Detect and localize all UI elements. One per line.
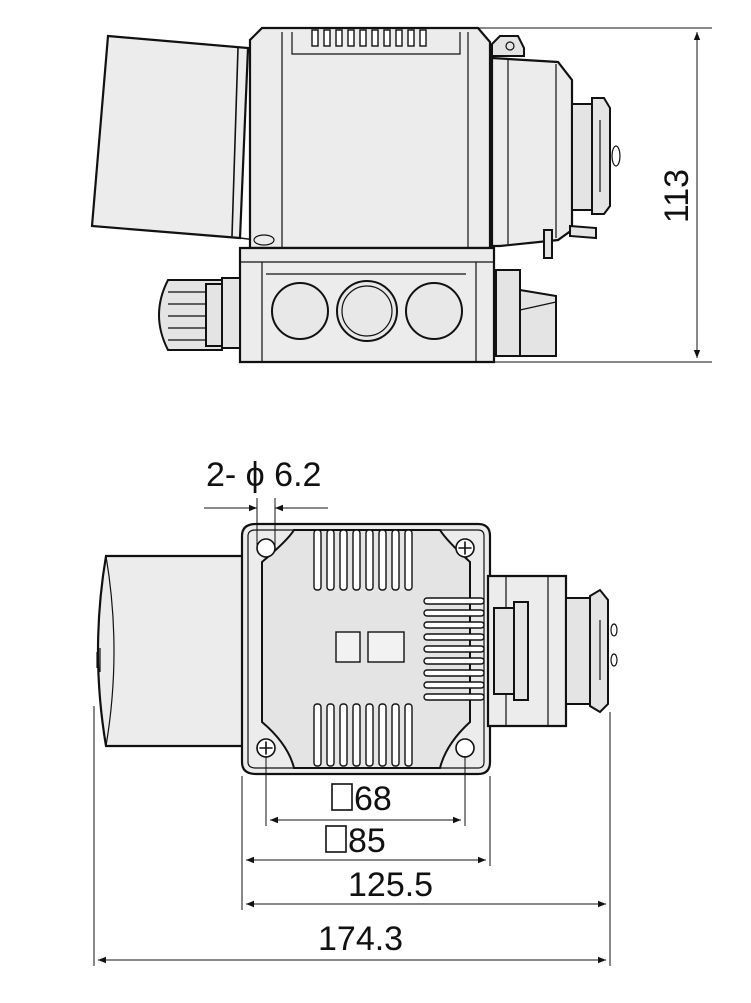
dimension-68: 68 — [265, 756, 466, 826]
label-box-right — [367, 631, 405, 663]
top-vents-lower — [313, 703, 413, 767]
hole-label: 2- ϕ 6.2 — [206, 456, 321, 494]
top-plug-cylinder — [96, 554, 246, 748]
square-68-label: 68 — [354, 780, 392, 818]
side-cable-gland — [158, 277, 241, 351]
square-symbol-85 — [325, 825, 347, 853]
label-box-left — [335, 631, 361, 663]
dimension-125: 125.5 — [246, 712, 611, 966]
side-vents-right — [423, 597, 485, 701]
mount-hole-top-left — [256, 538, 276, 558]
knockout-right — [405, 282, 463, 340]
width-174-label: 174.3 — [318, 920, 403, 958]
side-top-vents — [311, 29, 427, 47]
square-symbol-68 — [331, 783, 353, 811]
side-upper-housing — [248, 26, 492, 250]
side-socket — [490, 35, 621, 357]
screw-bottom-left — [256, 738, 276, 758]
side-plug-cylinder — [90, 34, 250, 240]
knockout-left — [271, 282, 329, 340]
dimension-hole: 2- ϕ 6.2 — [204, 456, 328, 548]
width-125-label: 125.5 — [348, 866, 433, 904]
height-label: 113 — [658, 169, 696, 223]
side-view: 113 — [90, 26, 712, 364]
top-view: 2- ϕ 6.2 68 85 125.5 174.3 — [93, 456, 618, 966]
square-85-label: 85 — [348, 822, 386, 860]
screw-top-right — [455, 538, 475, 558]
dimension-85: 85 — [241, 776, 491, 910]
mount-hole-bottom-right — [455, 738, 475, 758]
dimension-174: 174.3 — [93, 706, 606, 966]
top-vents-upper — [313, 529, 413, 591]
top-socket — [486, 574, 618, 728]
dimension-113: 113 — [478, 27, 712, 363]
knockout-center — [336, 280, 398, 342]
